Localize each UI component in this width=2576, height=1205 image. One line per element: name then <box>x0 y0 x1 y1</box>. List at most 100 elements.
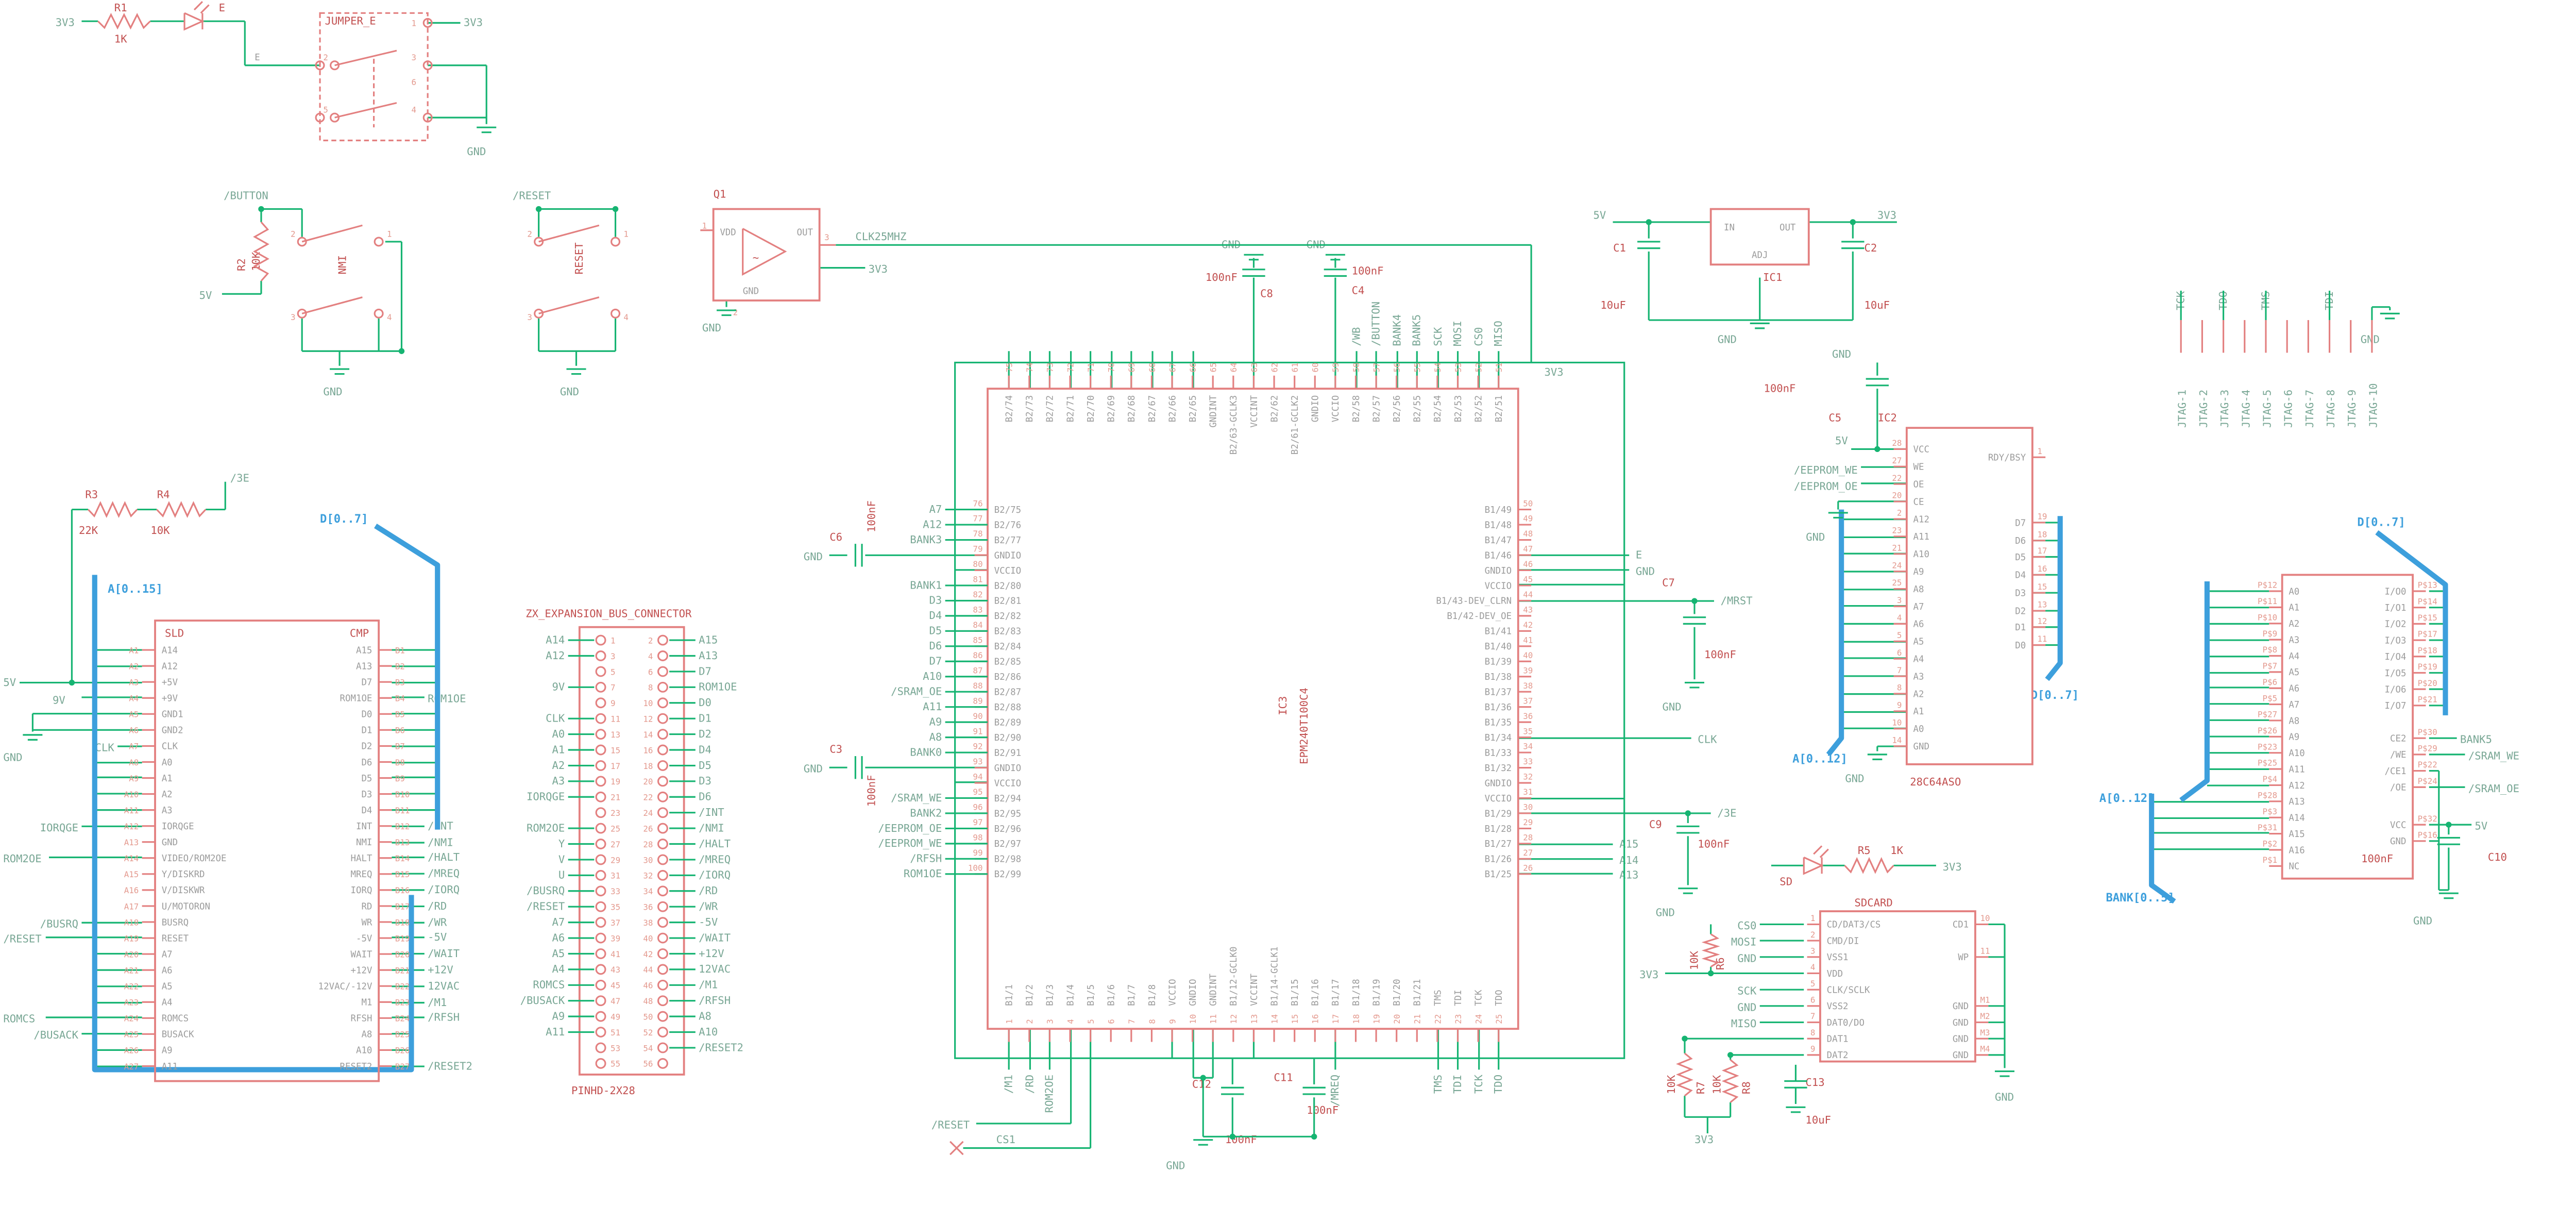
pin-pad[interactable] <box>657 885 668 897</box>
pin-pad[interactable] <box>422 60 433 71</box>
pin-pad[interactable] <box>595 964 606 975</box>
pin-pad[interactable] <box>657 776 668 787</box>
part-outline[interactable] <box>1709 208 1810 266</box>
sram-chip[interactable] <box>2281 574 2414 880</box>
pin-pad[interactable] <box>595 1011 606 1022</box>
pin-pad[interactable] <box>657 948 668 959</box>
pin-pad[interactable] <box>657 839 668 849</box>
pin-pad[interactable] <box>595 666 606 677</box>
resistor[interactable] <box>87 501 138 518</box>
bus[interactable] <box>92 575 414 1073</box>
led-icon[interactable] <box>1813 845 1823 855</box>
pin-pad[interactable] <box>595 885 606 897</box>
pin-pad[interactable] <box>657 1011 668 1022</box>
pin-pad[interactable] <box>330 112 340 123</box>
pin-pad[interactable] <box>657 869 668 881</box>
pin-pad[interactable] <box>374 308 384 319</box>
pin-pad[interactable] <box>595 1042 606 1053</box>
pin-pad[interactable] <box>595 634 606 646</box>
pin[interactable] <box>334 49 397 66</box>
bus[interactable] <box>2375 530 2448 715</box>
pin-pad[interactable] <box>595 979 606 991</box>
led-icon[interactable] <box>193 1 204 11</box>
pin-pad[interactable] <box>595 807 606 818</box>
pin-pad[interactable] <box>595 1058 606 1069</box>
pin[interactable] <box>334 102 397 119</box>
bus[interactable] <box>1826 509 1844 757</box>
pin-pad[interactable] <box>595 791 606 802</box>
pin-pad[interactable] <box>657 760 668 771</box>
part-outline[interactable] <box>712 208 821 302</box>
pin-pad[interactable] <box>657 917 668 928</box>
pin-pad[interactable] <box>595 776 606 787</box>
pin-pad[interactable] <box>595 901 606 912</box>
pin-pad[interactable] <box>657 1058 668 1069</box>
pin-pad[interactable] <box>297 308 307 319</box>
ic3-cpld[interactable] <box>987 388 1519 1030</box>
pin-pad[interactable] <box>595 760 606 771</box>
sdcard-socket[interactable] <box>1819 910 1976 1063</box>
pin-pad[interactable] <box>374 237 384 247</box>
pin-pad[interactable] <box>657 901 668 912</box>
pin-pad[interactable] <box>657 854 668 865</box>
pin-pad[interactable] <box>657 681 668 693</box>
pin-pad[interactable] <box>297 237 307 247</box>
pin-pad[interactable] <box>657 932 668 944</box>
resistor[interactable] <box>253 221 269 282</box>
resistor[interactable] <box>97 12 151 30</box>
pin-pad[interactable] <box>595 948 606 959</box>
bus[interactable] <box>2149 793 2176 904</box>
bus[interactable] <box>2179 581 2210 802</box>
pin-pad[interactable] <box>595 1027 606 1037</box>
pin-pad[interactable] <box>595 681 606 693</box>
zx-edge-connector[interactable] <box>154 620 380 1082</box>
pin-pad[interactable] <box>657 634 668 646</box>
pin[interactable] <box>538 296 600 314</box>
pin-pad[interactable] <box>657 729 668 740</box>
pin-pad[interactable] <box>657 979 668 991</box>
pin-pad[interactable] <box>657 995 668 1007</box>
symbol[interactable] <box>742 228 787 276</box>
pin[interactable] <box>538 224 600 243</box>
pin-pad[interactable] <box>595 869 606 881</box>
no-connect-icon[interactable] <box>949 1141 964 1156</box>
pin-pad[interactable] <box>657 807 668 818</box>
pin-pad[interactable] <box>657 823 668 834</box>
pin-pad[interactable] <box>422 112 433 123</box>
pin-pad[interactable] <box>657 791 668 802</box>
pin-pad[interactable] <box>611 237 621 247</box>
pin-pad[interactable] <box>657 713 668 724</box>
bus[interactable] <box>2045 516 2063 681</box>
expansion-pin-header[interactable] <box>578 626 685 1076</box>
led-icon[interactable] <box>1819 848 1829 858</box>
pin-pad[interactable] <box>595 917 606 928</box>
resistor[interactable] <box>1676 1052 1693 1097</box>
pin-pad[interactable] <box>315 112 325 123</box>
pin-pad[interactable] <box>595 839 606 849</box>
pin[interactable] <box>301 224 363 243</box>
pin-pad[interactable] <box>657 964 668 975</box>
pin-pad[interactable] <box>657 666 668 677</box>
pin-pad[interactable] <box>657 1027 668 1037</box>
pin-pad[interactable] <box>595 932 606 944</box>
ic2-eeprom[interactable] <box>1905 427 2033 765</box>
pin-pad[interactable] <box>595 729 606 740</box>
resistor[interactable] <box>1701 933 1720 968</box>
pin-pad[interactable] <box>422 18 433 28</box>
power-ring[interactable] <box>954 361 1625 1059</box>
pin-pad[interactable] <box>657 650 668 661</box>
pin-pad[interactable] <box>657 744 668 756</box>
pin-pad[interactable] <box>315 60 325 71</box>
pin-pad[interactable] <box>611 308 621 319</box>
pin-pad[interactable] <box>657 1042 668 1053</box>
pin-pad[interactable] <box>595 823 606 834</box>
led-icon[interactable] <box>1803 857 1824 875</box>
resistor[interactable] <box>156 501 207 518</box>
pin-pad[interactable] <box>534 237 544 247</box>
pin-pad[interactable] <box>595 995 606 1007</box>
pin-pad[interactable] <box>330 60 340 71</box>
resistor[interactable] <box>1844 857 1894 874</box>
pin-pad[interactable] <box>657 697 668 709</box>
bus[interactable] <box>374 523 440 830</box>
pin-pad[interactable] <box>595 713 606 724</box>
